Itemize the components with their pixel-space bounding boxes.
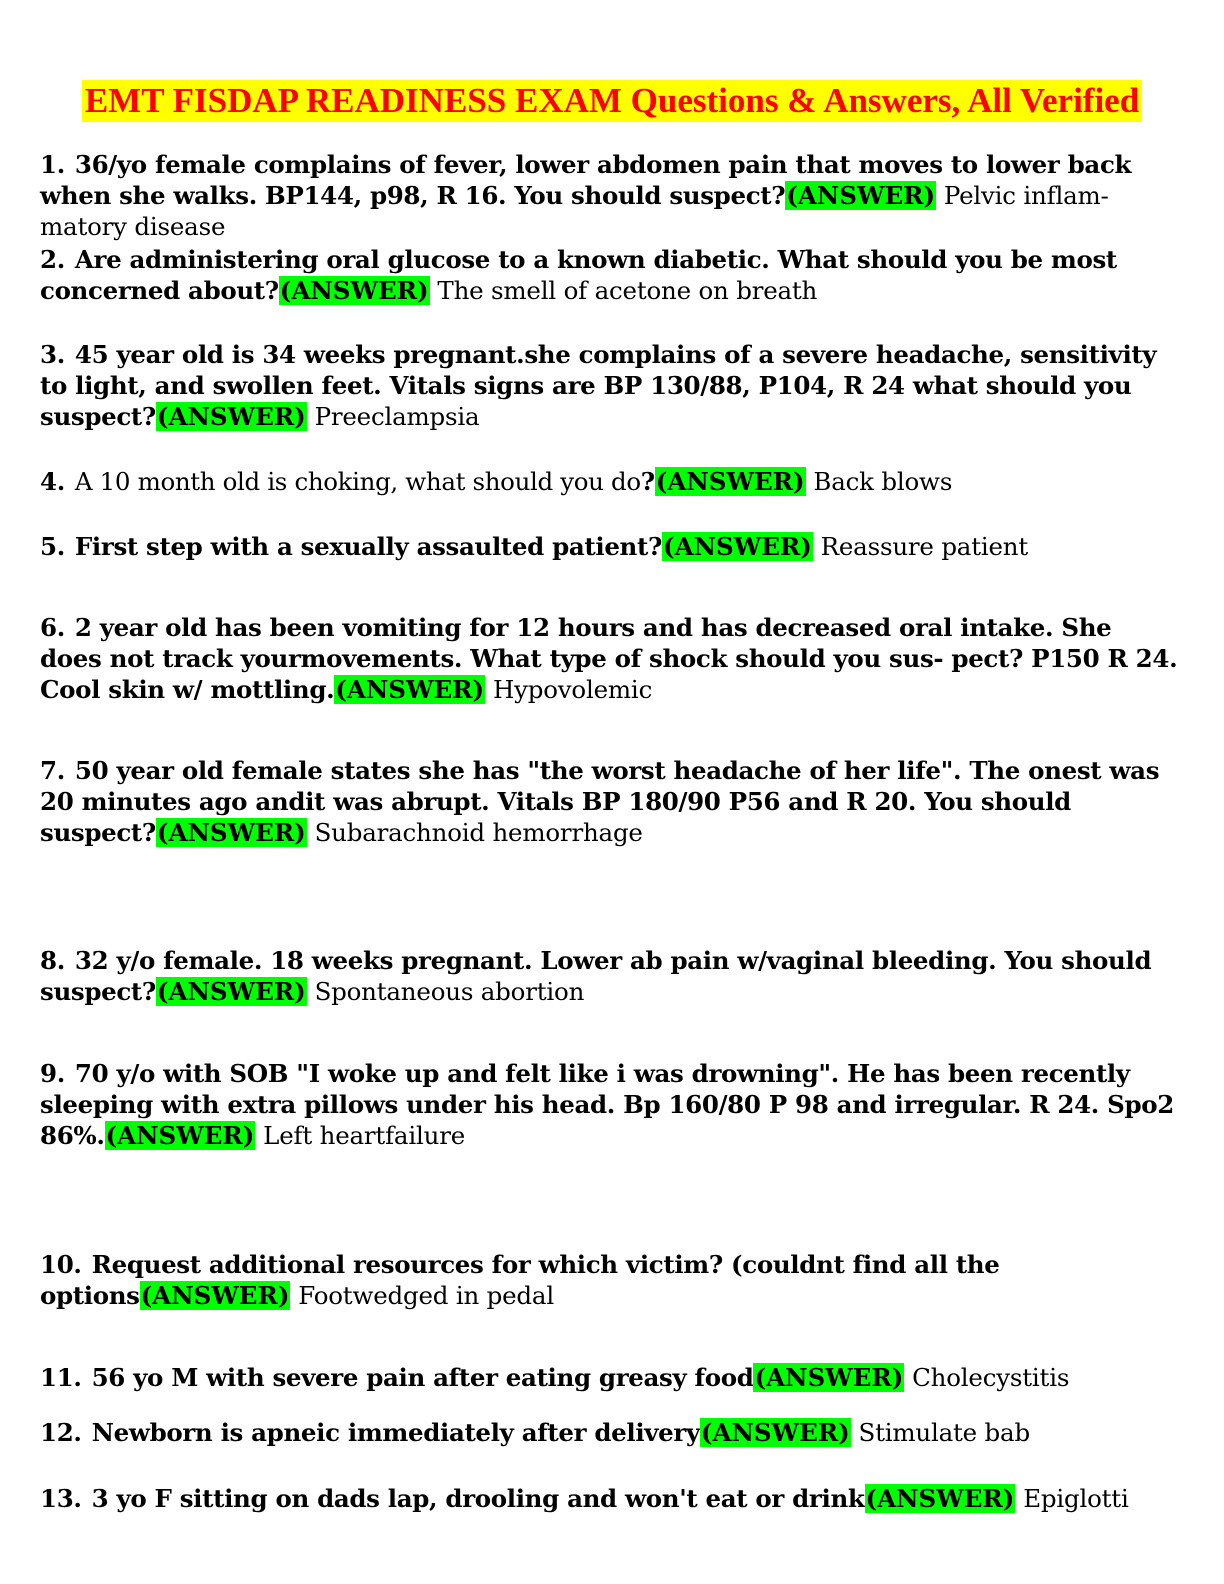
answer-tag: (ANSWER) bbox=[155, 402, 307, 431]
question-body: First step with a sexually assaulted pat… bbox=[74, 532, 662, 561]
question-number: 11. bbox=[40, 1363, 82, 1392]
answer-tag: (ANSWER) bbox=[278, 276, 430, 305]
answer-tag: (ANSWER) bbox=[104, 1121, 256, 1150]
answer-text: The smell of acetone on breath bbox=[437, 276, 818, 305]
question-mark: ? bbox=[640, 467, 655, 496]
question-text: 11. 56 yo M with severe pain after eating… bbox=[40, 1363, 754, 1392]
qa-item-7: 7.50 year old female states she has "the… bbox=[40, 755, 1180, 848]
answer-text: Spontaneous abortion bbox=[314, 977, 585, 1006]
answer-text: Epiglotti bbox=[1023, 1484, 1129, 1513]
answer-tag: (ANSWER) bbox=[785, 181, 937, 210]
question-number: 8. bbox=[40, 946, 65, 975]
question-body: 36/yo female complains of fever, lower a… bbox=[40, 150, 1132, 210]
answer-tag: (ANSWER) bbox=[155, 977, 307, 1006]
qa-item-10: 10.Request additional resources for whic… bbox=[40, 1249, 1180, 1311]
answer-text: Back blows bbox=[813, 467, 953, 496]
question-body: 45 year old is 34 weeks pregnant.she com… bbox=[40, 340, 1157, 431]
question-text: 1.36/yo female complains of fever, lower… bbox=[40, 150, 1131, 210]
question-text: 3.45 year old is 34 weeks pregnant.she c… bbox=[40, 340, 1157, 431]
question-number: 13. bbox=[40, 1484, 82, 1513]
question-text: 7.50 year old female states she has "the… bbox=[40, 756, 1159, 847]
question-text: 12. Newborn is apneic immediately after d… bbox=[40, 1418, 700, 1447]
answer-tag: (ANSWER) bbox=[155, 818, 307, 847]
qa-item-5: 5. First step with a sexually assaulted p… bbox=[40, 531, 1180, 562]
question-number: 1. bbox=[40, 150, 65, 179]
question-text: 6.2 year old has been vomiting for 12 ho… bbox=[40, 613, 1178, 704]
question-body: 56 yo M with severe pain after eating gr… bbox=[91, 1363, 754, 1392]
qa-item-2: 2.Are administering oral glucose to a kn… bbox=[40, 244, 1180, 306]
answer-tag: (ANSWER) bbox=[753, 1363, 905, 1392]
question-number: 12. bbox=[40, 1418, 82, 1447]
answer-tag: (ANSWER) bbox=[654, 467, 806, 496]
question-body: 70 y/o with SOB "I woke up and felt like… bbox=[40, 1059, 1174, 1150]
qa-item-9: 9.70 y/o with SOB "I woke up and felt li… bbox=[40, 1058, 1180, 1151]
title-container: EMT FISDAP READINESS EXAM Questions & An… bbox=[0, 80, 1224, 122]
question-text: 2.Are administering oral glucose to a kn… bbox=[40, 245, 1117, 305]
answer-text: Cholecystitis bbox=[912, 1363, 1070, 1392]
qa-item-6: 6.2 year old has been vomiting for 12 ho… bbox=[40, 612, 1180, 705]
answer-text: Pelvic inflam- matory disease bbox=[40, 181, 1109, 241]
qa-item-11: 11. 56 yo M with severe pain after eating… bbox=[40, 1362, 1180, 1393]
question-text: 13. 3 yo F sitting on dads lap, drooling … bbox=[40, 1484, 865, 1513]
qa-item-3: 3.45 year old is 34 weeks pregnant.she c… bbox=[40, 339, 1180, 432]
question-body: 32 y/o female. 18 weeks pregnant. Lower … bbox=[40, 946, 1152, 1006]
answer-text: Footwedged in pedal bbox=[298, 1281, 554, 1310]
answer-text: Preeclampsia bbox=[314, 402, 480, 431]
question-number: 6. bbox=[40, 613, 65, 642]
answer-text: Stimulate bab bbox=[858, 1418, 1031, 1447]
answer-text: Hypovolemic bbox=[492, 675, 653, 704]
answer-text: Subarachnoid hemorrhage bbox=[314, 818, 643, 847]
document-title: EMT FISDAP READINESS EXAM Questions & An… bbox=[81, 80, 1143, 122]
answer-tag: (ANSWER) bbox=[864, 1484, 1016, 1513]
question-number: 5. bbox=[40, 532, 65, 561]
answer-text: Left heartfailure bbox=[263, 1121, 466, 1150]
answer-text: Reassure patient bbox=[820, 532, 1029, 561]
answer-tag: (ANSWER) bbox=[139, 1281, 291, 1310]
question-body: A 10 month old is choking, what should y… bbox=[74, 467, 641, 496]
qa-item-4: 4. A 10 month old is choking, what should… bbox=[40, 466, 1180, 497]
question-body: Are administering oral glucose to a know… bbox=[40, 245, 1117, 305]
question-body: 2 year old has been vomiting for 12 hour… bbox=[40, 613, 1178, 704]
question-number: 9. bbox=[40, 1059, 65, 1088]
qa-item-12: 12. Newborn is apneic immediately after d… bbox=[40, 1417, 1180, 1448]
question-body: 3 yo F sitting on dads lap, drooling and… bbox=[91, 1484, 865, 1513]
question-body: Request additional resources for which v… bbox=[40, 1250, 1000, 1310]
question-text: 4. A 10 month old is choking, what should… bbox=[40, 467, 655, 496]
question-text: 8.32 y/o female. 18 weeks pregnant. Lowe… bbox=[40, 946, 1152, 1006]
question-number: 2. bbox=[40, 245, 65, 274]
question-text: 10.Request additional resources for whic… bbox=[40, 1250, 1000, 1310]
question-number: 3. bbox=[40, 340, 65, 369]
question-number: 4. bbox=[40, 467, 65, 496]
qa-item-1: 1.36/yo female complains of fever, lower… bbox=[40, 149, 1180, 242]
answer-tag: (ANSWER) bbox=[662, 532, 813, 561]
question-number: 7. bbox=[40, 756, 65, 785]
question-body: Newborn is apneic immediately after deli… bbox=[91, 1418, 701, 1447]
qa-item-8: 8.32 y/o female. 18 weeks pregnant. Lowe… bbox=[40, 945, 1180, 1007]
question-text: 5. First step with a sexually assaulted p… bbox=[40, 532, 662, 561]
answer-tag: (ANSWER) bbox=[334, 675, 486, 704]
answer-tag: (ANSWER) bbox=[699, 1418, 851, 1447]
question-number: 10. bbox=[40, 1250, 82, 1279]
qa-item-13: 13. 3 yo F sitting on dads lap, drooling … bbox=[40, 1483, 1180, 1514]
question-text: 9.70 y/o with SOB "I woke up and felt li… bbox=[40, 1059, 1174, 1150]
question-body: 50 year old female states she has "the w… bbox=[40, 756, 1160, 847]
